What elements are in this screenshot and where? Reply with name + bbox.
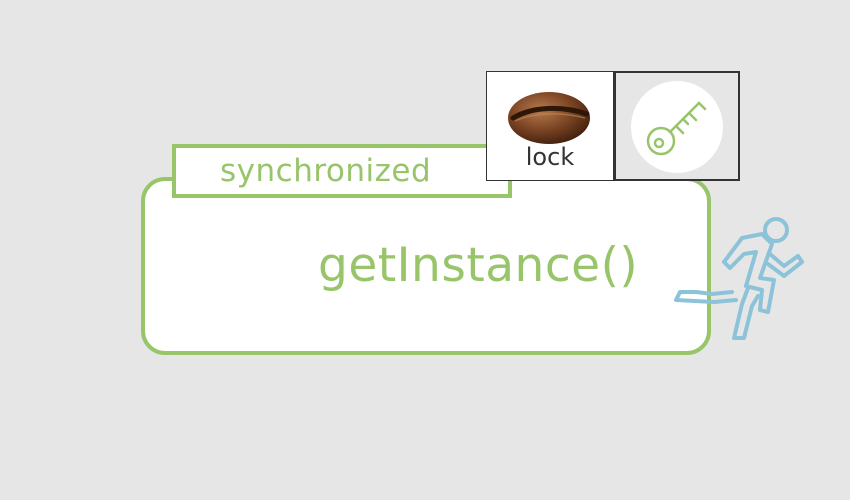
key-circle — [631, 81, 723, 173]
method-name: getInstance() — [318, 238, 639, 293]
lock-card: lock — [486, 71, 614, 181]
synchronized-tab: synchronized — [172, 144, 512, 198]
lock-label: lock — [525, 143, 575, 171]
coffee-bean-icon — [505, 88, 595, 152]
key-card — [614, 71, 740, 181]
synchronized-label: synchronized — [220, 153, 432, 189]
running-thread-icon — [672, 214, 806, 344]
